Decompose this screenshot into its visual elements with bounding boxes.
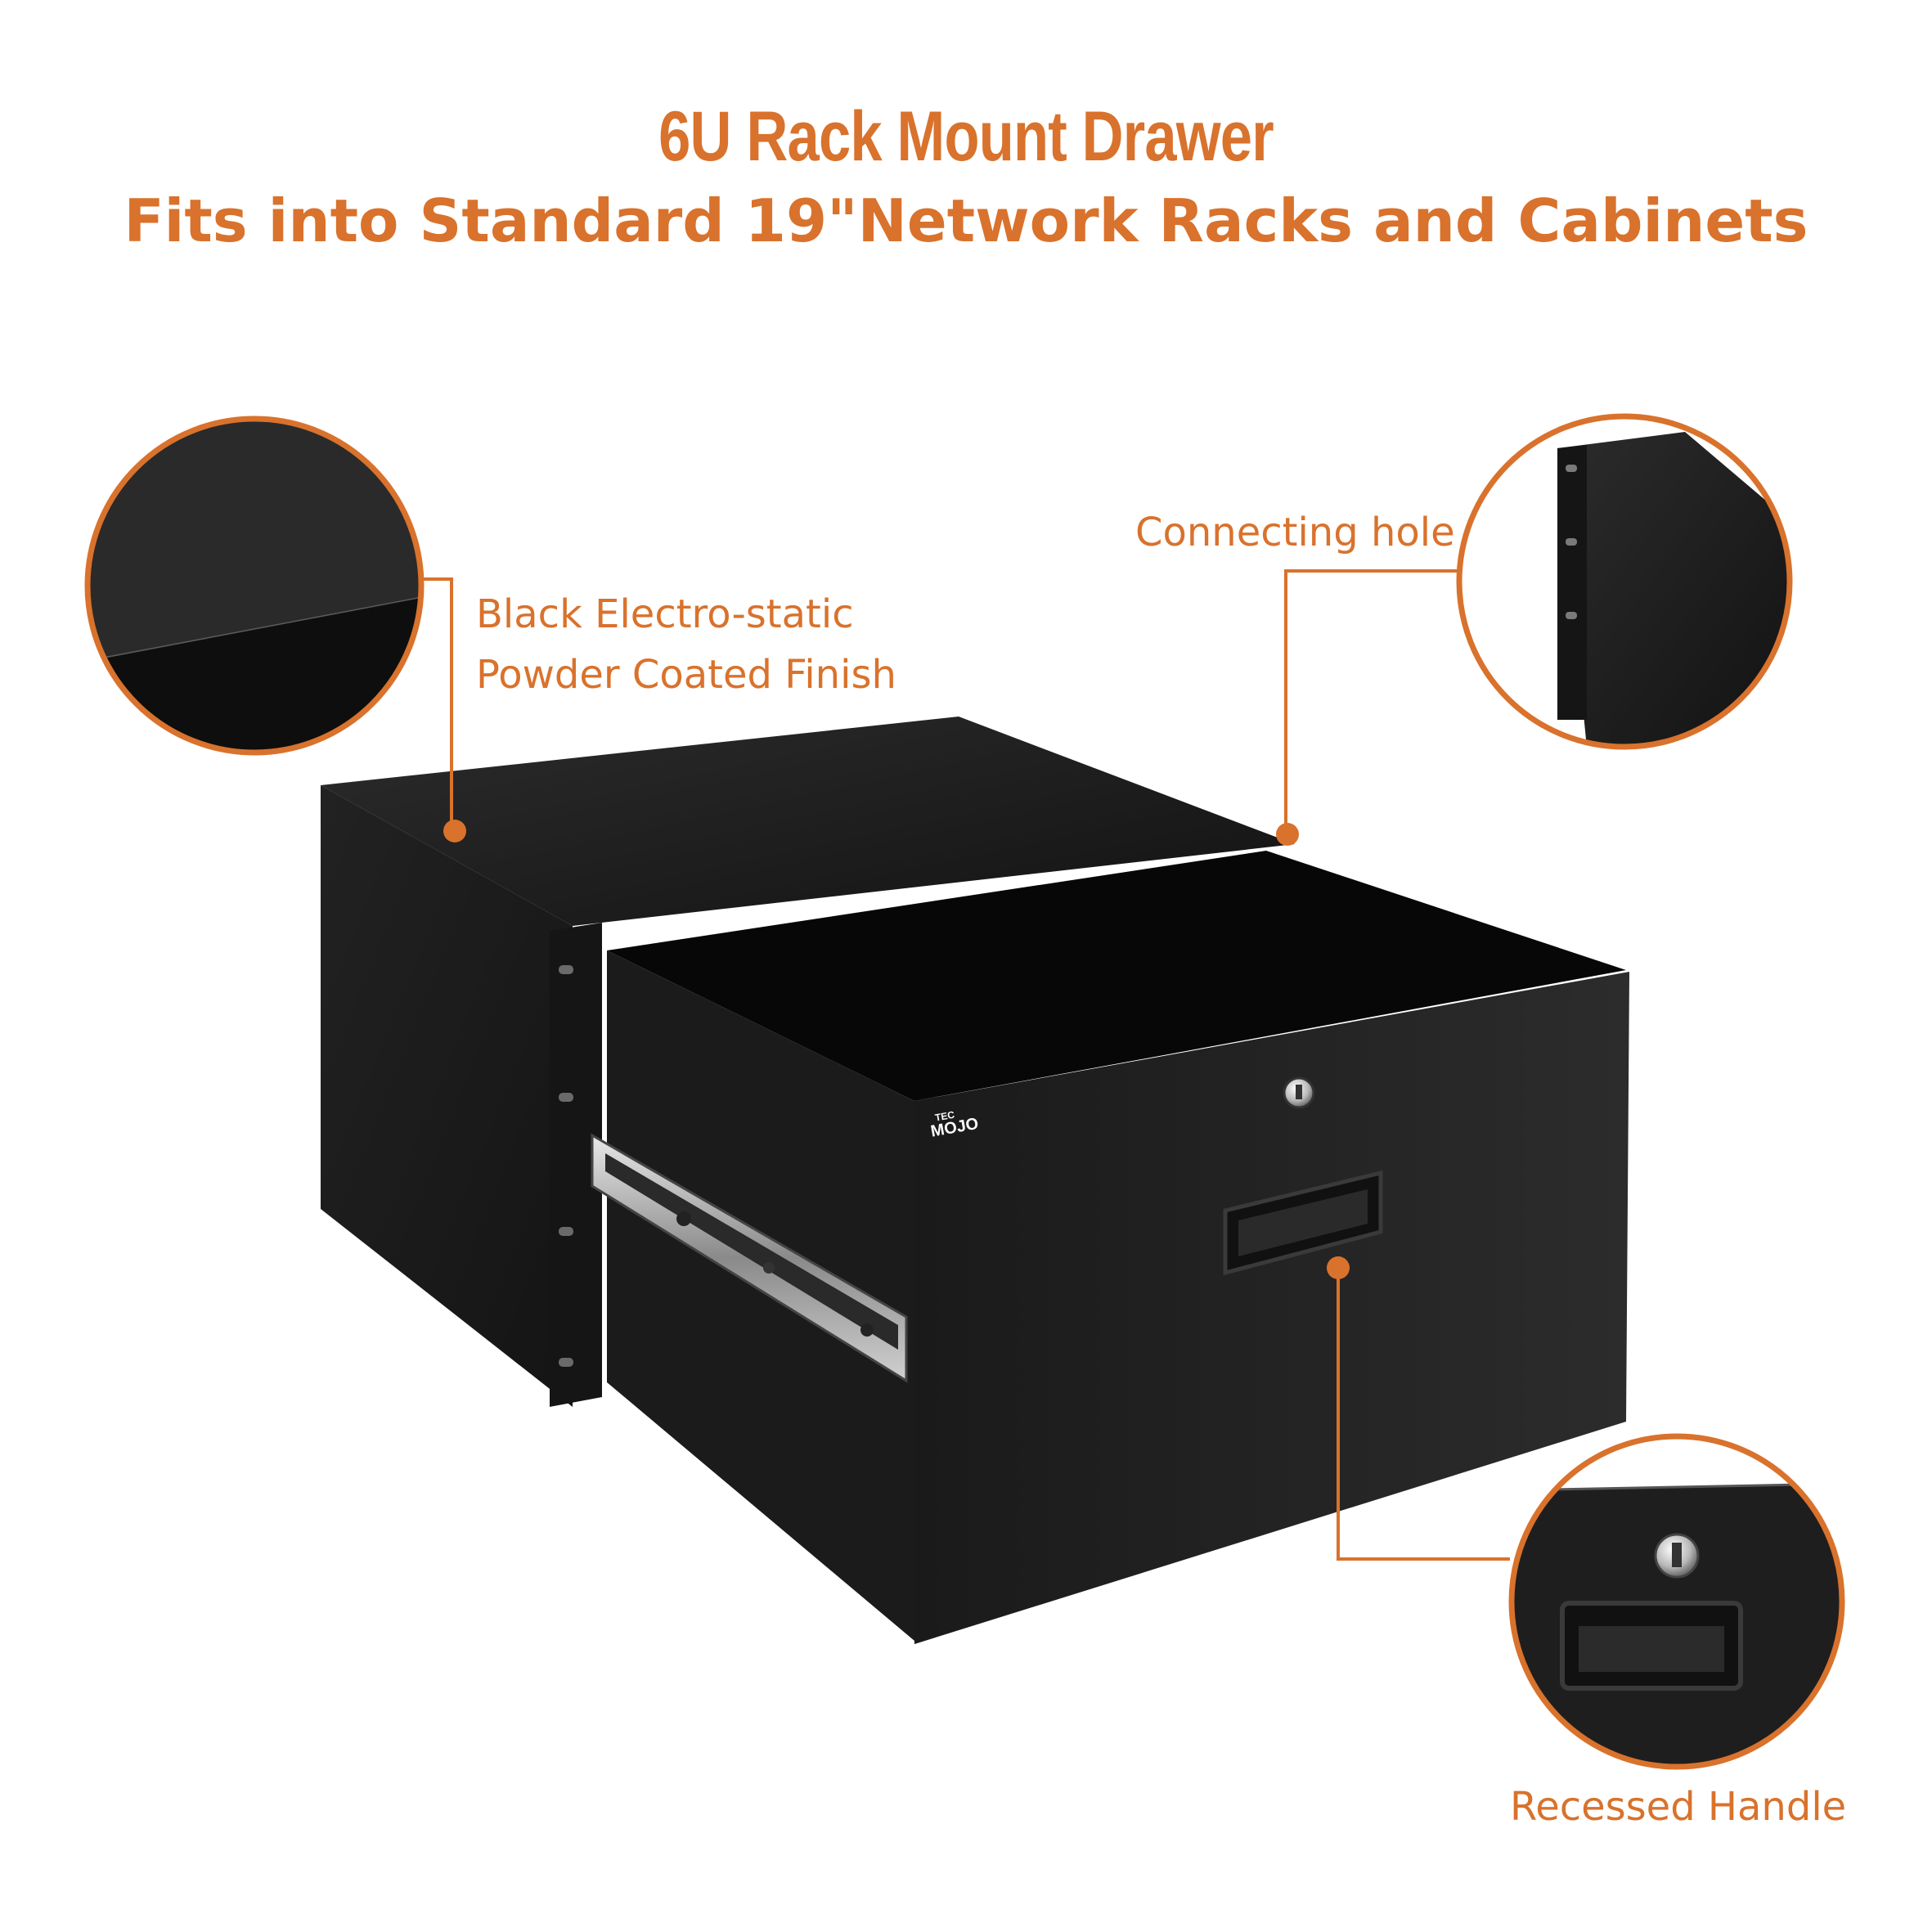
slide-rail bbox=[591, 1133, 908, 1383]
hole-callout bbox=[1276, 413, 1793, 846]
mounting-hole bbox=[559, 1227, 573, 1236]
hole-callout-dot bbox=[1276, 823, 1299, 846]
finish-zoom-circle bbox=[84, 416, 425, 756]
finish-label-line-1: Black Electro-static bbox=[476, 591, 854, 637]
rail-screw bbox=[860, 1323, 874, 1337]
handle-callout-dot bbox=[1327, 1256, 1350, 1279]
rail-screw bbox=[763, 1262, 775, 1274]
keyhole bbox=[1296, 1085, 1302, 1099]
finish-label-line-2: Powder Coated Finish bbox=[476, 652, 896, 698]
brand-logo-main: MOJO bbox=[929, 1115, 980, 1141]
mounting-hole bbox=[559, 965, 573, 974]
handle-leader-line bbox=[1337, 1273, 1510, 1561]
drawer-front bbox=[914, 972, 1629, 1644]
rail-screw bbox=[676, 1211, 691, 1226]
handle-recess bbox=[1238, 1189, 1368, 1256]
page-title: 6U Rack Mount Drawer bbox=[658, 97, 1274, 176]
handle-zoom-circle bbox=[1508, 1433, 1845, 1770]
slide-rail-inner bbox=[605, 1153, 898, 1350]
brand-logo-small: TEC bbox=[934, 1109, 955, 1124]
finish-callout bbox=[84, 416, 466, 842]
finish-callout-label: Black Electro-static Powder Coated Finis… bbox=[476, 584, 896, 705]
page-subtitle: Fits into Standard 19"Network Racks and … bbox=[124, 186, 1808, 255]
rack-ear bbox=[550, 923, 602, 1407]
hole-leader-line bbox=[1284, 569, 1459, 831]
mounting-hole bbox=[559, 1093, 573, 1102]
drawer-side-wall bbox=[607, 950, 914, 1641]
hole-zoom-circle bbox=[1456, 413, 1793, 750]
rack-drawer: TEC MOJO bbox=[321, 717, 1629, 1644]
housing-side bbox=[321, 785, 573, 1407]
handle-callout bbox=[1327, 1256, 1845, 1770]
housing-top bbox=[321, 717, 1295, 926]
drawer-inner-back bbox=[607, 851, 1626, 1101]
finish-leader-line bbox=[421, 577, 453, 829]
finish-callout-dot bbox=[443, 820, 466, 842]
lock-icon bbox=[1283, 1076, 1315, 1109]
mounting-hole bbox=[559, 1358, 573, 1367]
recessed-handle bbox=[1223, 1170, 1383, 1276]
connecting-hole-label: Connecting hole bbox=[1135, 510, 1455, 555]
brand-logo: TEC MOJO bbox=[929, 1109, 980, 1141]
recessed-handle-label: Recessed Handle bbox=[1510, 1784, 1847, 1830]
